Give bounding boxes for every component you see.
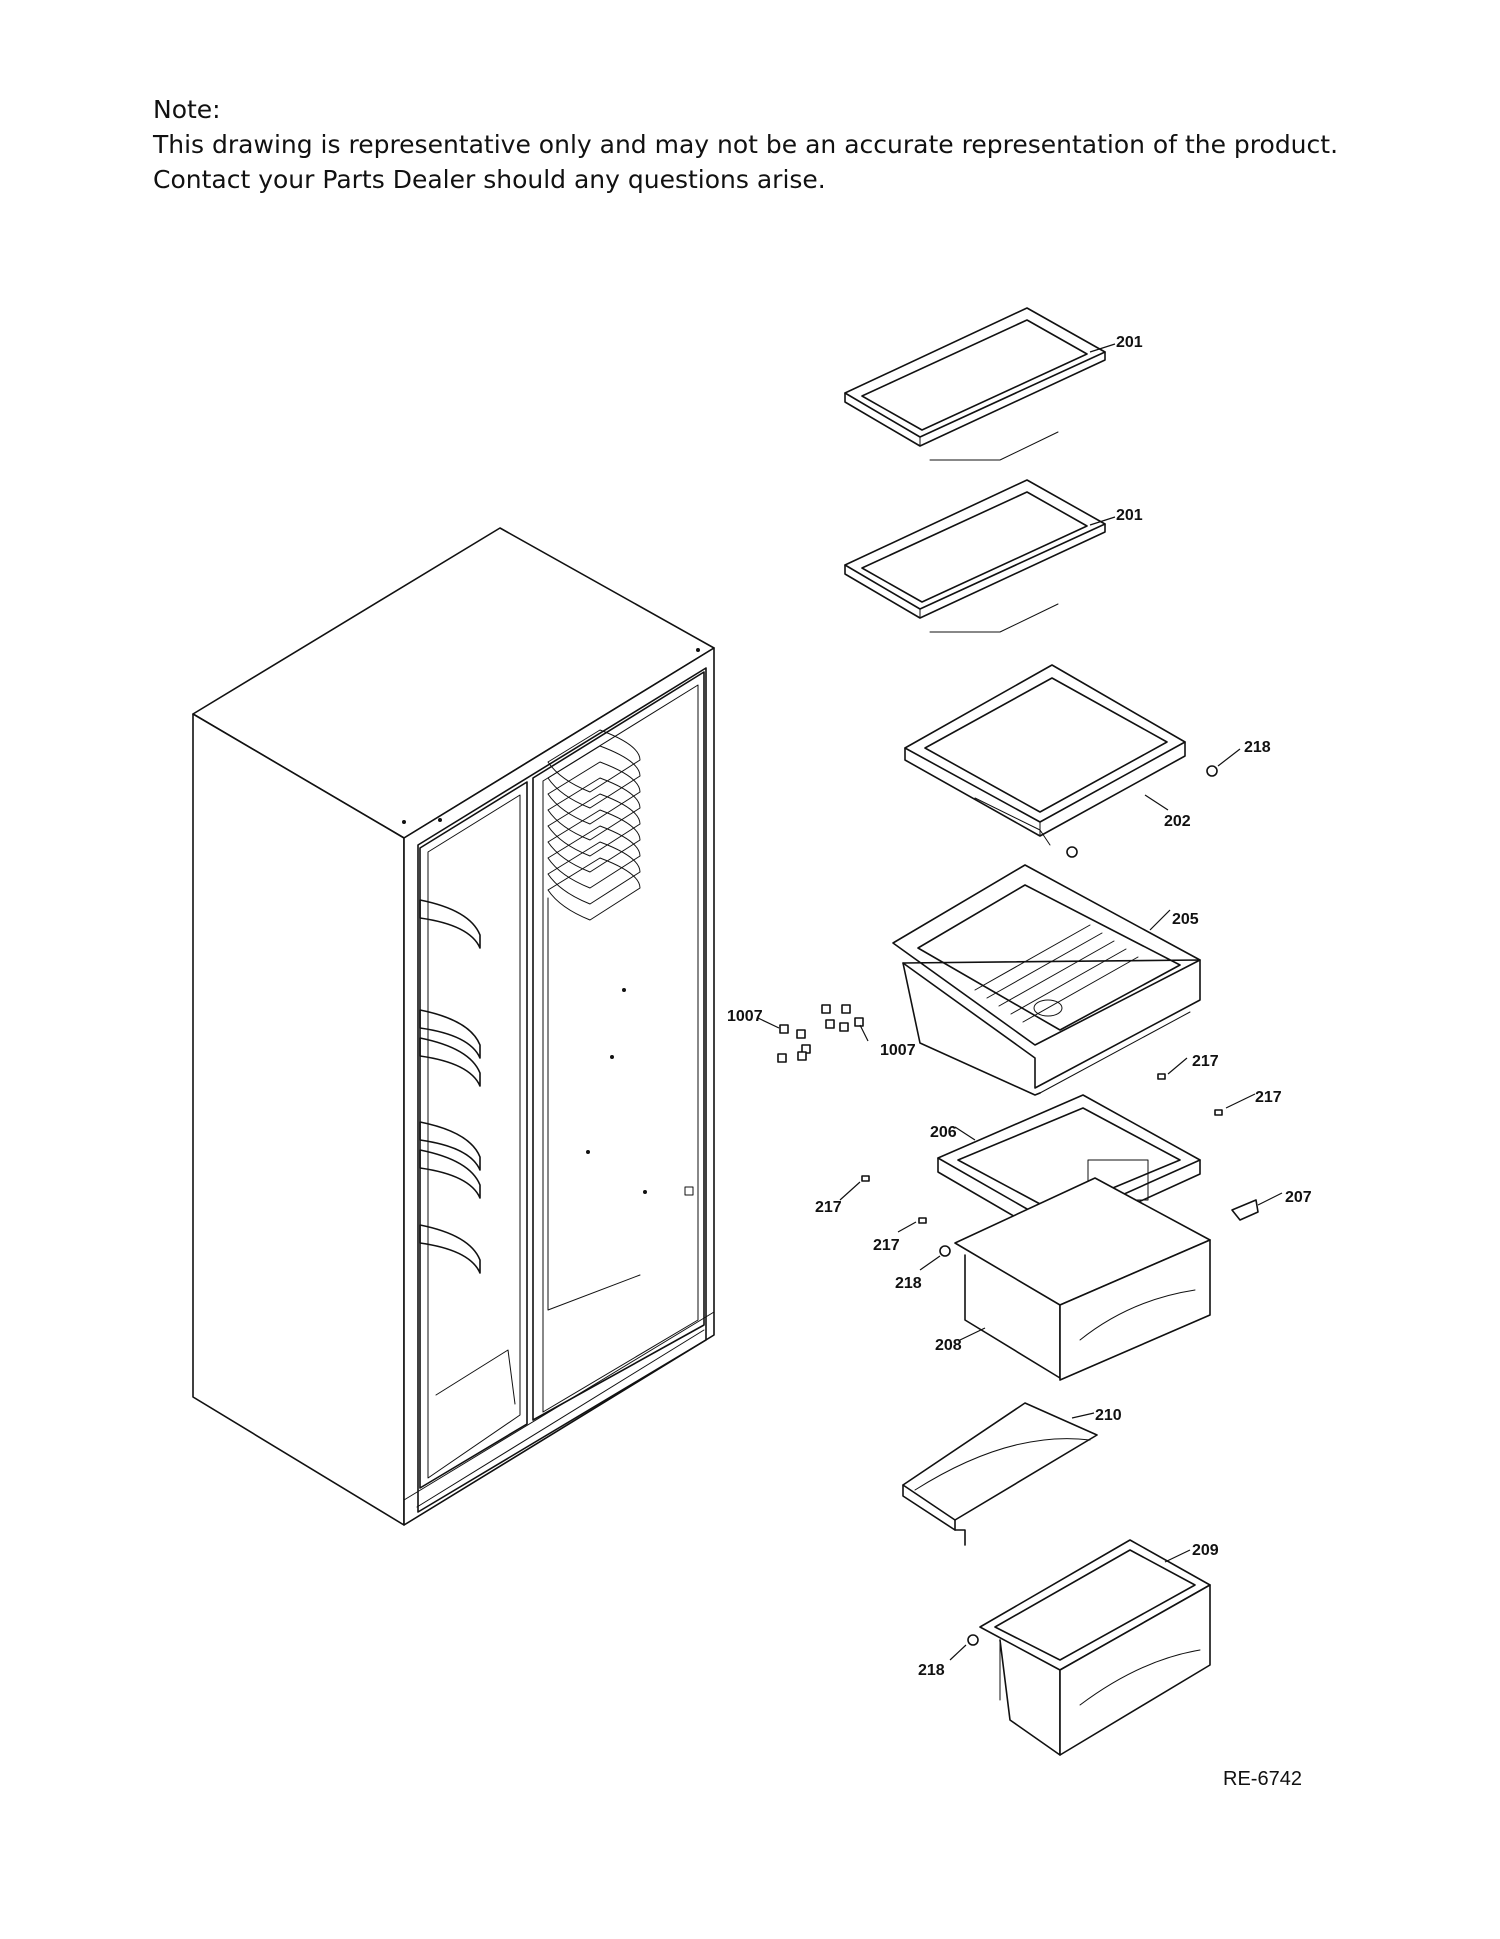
freezer-shelves xyxy=(547,729,641,921)
callout-202: 202 xyxy=(1164,813,1191,830)
small-parts xyxy=(861,765,1223,1646)
slide-207 xyxy=(1231,1199,1259,1221)
note-line-2: Contact your Parts Dealer should any que… xyxy=(153,165,826,194)
callout-207: 207 xyxy=(1285,1189,1312,1206)
door-bins xyxy=(419,899,481,1274)
fasteners-1007 xyxy=(777,1004,864,1063)
callout-210: 210 xyxy=(1095,1407,1122,1424)
callout-labels: 201 201 218 202 205 1007 1007 217 217 20… xyxy=(727,334,1312,1679)
callout-205: 205 xyxy=(1172,911,1199,928)
refrigerator-cabinet xyxy=(192,527,715,1526)
glass-shelf-201-top xyxy=(844,307,1106,461)
leader-lines xyxy=(757,343,1283,1661)
disclaimer-note: Note: This drawing is representative onl… xyxy=(153,92,1403,197)
callout-217-c: 217 xyxy=(815,1199,842,1216)
callout-209: 209 xyxy=(1192,1542,1219,1559)
callout-217-d: 217 xyxy=(873,1237,900,1254)
callout-217-a: 217 xyxy=(1192,1053,1219,1070)
callout-1007-right: 1007 xyxy=(880,1042,916,1059)
drawer-209 xyxy=(979,1539,1211,1756)
shelf-202 xyxy=(904,664,1186,846)
document-id: RE-6742 xyxy=(1223,1768,1302,1790)
callout-217-b: 217 xyxy=(1255,1089,1282,1106)
callout-201-second: 201 xyxy=(1116,507,1143,524)
callout-218-a: 218 xyxy=(1244,739,1271,756)
callout-206: 206 xyxy=(930,1124,957,1141)
drawer-cover-210 xyxy=(902,1402,1098,1546)
drawer-208 xyxy=(954,1177,1211,1381)
callout-208: 208 xyxy=(935,1337,962,1354)
note-line-1: This drawing is representative only and … xyxy=(153,130,1339,159)
note-heading: Note: xyxy=(153,95,221,124)
callout-218-c: 218 xyxy=(918,1662,945,1679)
callout-201-top: 201 xyxy=(1116,334,1143,351)
callout-1007-left: 1007 xyxy=(727,1008,763,1025)
crisper-pan-205 xyxy=(892,864,1201,1096)
callout-218-b: 218 xyxy=(895,1275,922,1292)
glass-shelf-201-second xyxy=(844,479,1106,633)
